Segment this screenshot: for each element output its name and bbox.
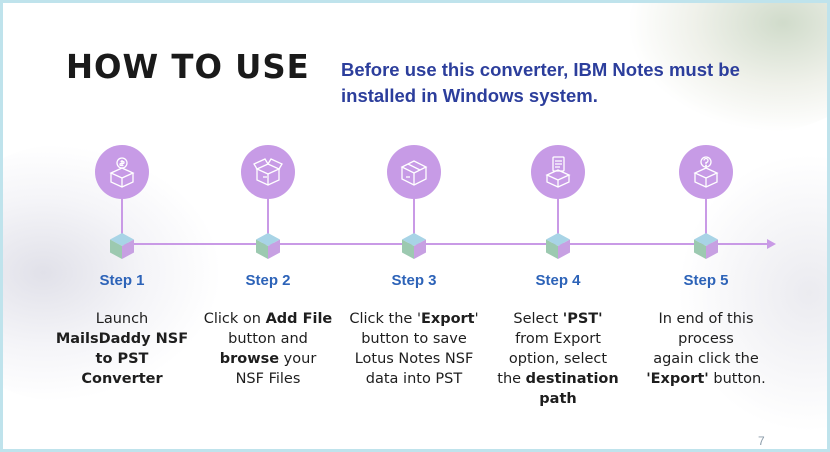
timeline-arrow-icon bbox=[767, 239, 776, 249]
open-box-icon bbox=[253, 158, 283, 186]
cube-marker-icon bbox=[546, 233, 570, 259]
step-1-stem bbox=[121, 199, 123, 235]
timeline-line bbox=[121, 243, 771, 245]
step-4-description: Select 'PST' from Export option, select … bbox=[497, 311, 619, 407]
document-box-icon bbox=[545, 156, 571, 188]
step-5-label: Step 5 bbox=[683, 272, 729, 289]
question-box-icon bbox=[693, 156, 719, 188]
prerequisite-note: Before use this converter, IBM Notes mus… bbox=[341, 57, 781, 109]
step-2-stem bbox=[267, 199, 269, 235]
note-line-1: Before use this converter, IBM Notes mus… bbox=[341, 59, 740, 80]
step-2-label: Step 2 bbox=[245, 272, 291, 289]
dollar-box-icon bbox=[109, 157, 135, 188]
cube-marker-icon bbox=[256, 233, 280, 259]
step-1-description: Launch MailsDaddy NSF to PST Converter bbox=[55, 311, 189, 387]
box-icon bbox=[400, 160, 428, 186]
step-3-stem bbox=[413, 199, 415, 235]
slide: HOW TO USE Before use this converter, IB… bbox=[3, 3, 827, 449]
step-4-stem bbox=[557, 199, 559, 235]
cube-marker-icon bbox=[402, 233, 426, 259]
step-5-description: In end of this process again click the '… bbox=[646, 311, 766, 387]
step-3-label: Step 3 bbox=[391, 272, 437, 289]
step-1-badge bbox=[95, 145, 149, 199]
note-line-2: installed in Windows system. bbox=[341, 85, 598, 106]
page-title: HOW TO USE bbox=[66, 47, 310, 86]
step-2-badge bbox=[241, 145, 295, 199]
step-4-label: Step 4 bbox=[535, 272, 581, 289]
step-2-description: Click on Add File button and browse your… bbox=[203, 311, 333, 387]
page-number: 7 bbox=[758, 434, 765, 448]
step-5-badge bbox=[679, 145, 733, 199]
step-4-badge bbox=[531, 145, 585, 199]
cube-marker-icon bbox=[694, 233, 718, 259]
cube-marker-icon bbox=[110, 233, 134, 259]
step-5-stem bbox=[705, 199, 707, 235]
step-3-badge bbox=[387, 145, 441, 199]
step-1-label: Step 1 bbox=[99, 272, 145, 289]
step-3-description: Click the 'Export' button to save Lotus … bbox=[349, 311, 479, 387]
